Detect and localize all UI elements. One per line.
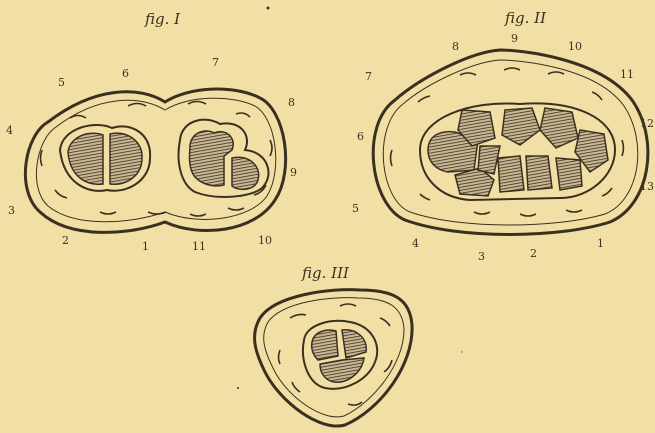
speck (267, 7, 270, 10)
figure-1-number-8: 8 (288, 96, 295, 109)
figure-1-number-10: 10 (258, 234, 272, 247)
figure-1-number-5: 5 (58, 76, 65, 89)
figure-2-numbers: 1 2 3 4 5 6 7 8 9 10 11 12 13 (352, 32, 654, 263)
figure-2-number-3: 3 (478, 250, 485, 263)
figure-3: fig. III (255, 264, 413, 426)
figure-2-number-12: 12 (640, 117, 654, 130)
figure-1-number-1: 1 (142, 240, 149, 253)
figure-2-number-1: 1 (597, 237, 604, 250)
figure-1-number-11: 11 (192, 240, 206, 253)
figure-2-number-13: 13 (640, 180, 654, 193)
figure-1-right-cell-b (232, 157, 259, 189)
figure-2-number-10: 10 (568, 40, 582, 53)
figure-2-number-5: 5 (352, 202, 359, 215)
figure-2-number-8: 8 (452, 40, 459, 53)
figure-1-left-cell-b (110, 133, 142, 184)
figure-2-outline (373, 50, 648, 235)
figure-2-number-11: 11 (620, 68, 634, 81)
figure-3-caption: fig. III (301, 264, 350, 282)
figure-2-cells (428, 108, 608, 196)
figure-3-cells (312, 330, 367, 382)
figure-1-number-6: 6 (122, 67, 129, 80)
speck (461, 351, 463, 353)
figure-1-number-4: 4 (6, 124, 13, 137)
figure-1: fig. I 1 2 3 4 5 6 7 8 9 10 11 (6, 10, 297, 253)
figure-1-number-2: 2 (62, 234, 69, 247)
figure-1-number-3: 3 (8, 204, 15, 217)
figure-2-caption: fig. II (504, 9, 547, 27)
figure-2-number-9: 9 (511, 32, 518, 45)
figure-1-right-cell-a (190, 131, 234, 186)
figure-2-number-7: 7 (365, 70, 372, 83)
figure-1-left-cell-a (68, 133, 103, 184)
speck (237, 387, 239, 389)
figure-2-number-6: 6 (357, 130, 364, 143)
figure-1-caption: fig. I (144, 10, 181, 28)
figure-1-numbers: 1 2 3 4 5 6 7 8 9 10 11 (6, 56, 297, 253)
figure-2-number-2: 2 (530, 247, 537, 260)
figure-2-number-4: 4 (412, 237, 419, 250)
figure-2: fig. II 1 2 3 4 5 (352, 9, 654, 263)
figure-1-number-7: 7 (212, 56, 219, 69)
figure-1-number-9: 9 (290, 166, 297, 179)
